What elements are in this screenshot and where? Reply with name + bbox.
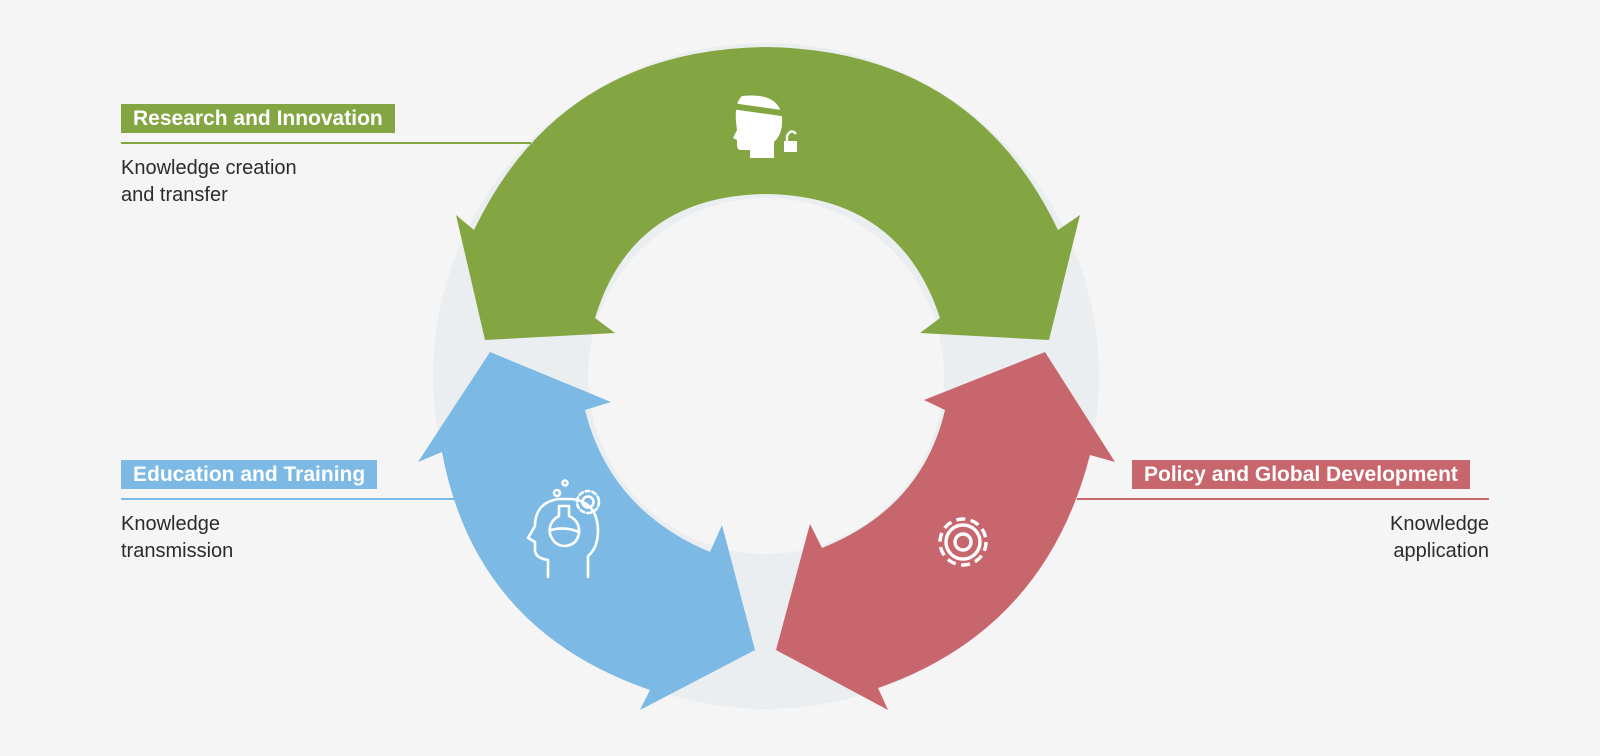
education-description-line-1: Knowledge — [121, 513, 220, 535]
research-description-line-1: Knowledge creation — [121, 157, 297, 179]
education-training-label: Education and Training — [121, 460, 378, 489]
research-description-line-2: and transfer — [121, 184, 228, 206]
policy-description-line-1: Knowledge — [1390, 513, 1489, 535]
education-arrow — [418, 352, 755, 710]
research-innovation-label: Research and Innovation — [121, 104, 395, 133]
research-rule — [121, 142, 531, 144]
policy-description: Knowledge application — [1289, 511, 1489, 565]
education-description: Knowledge transmission — [121, 511, 233, 565]
education-description-line-2: transmission — [121, 540, 234, 562]
headband-gap — [733, 103, 787, 117]
policy-description-line-2: application — [1393, 540, 1489, 562]
gear-icon — [938, 517, 988, 567]
policy-development-label: Policy and Global Development — [1132, 460, 1470, 489]
education-rule — [121, 498, 464, 500]
research-arrow — [456, 47, 1080, 340]
policy-rule — [1077, 498, 1489, 500]
head-with-flask-and-gear-icon — [526, 479, 601, 579]
research-description: Knowledge creation and transfer — [121, 155, 297, 209]
policy-arrow — [776, 352, 1115, 710]
